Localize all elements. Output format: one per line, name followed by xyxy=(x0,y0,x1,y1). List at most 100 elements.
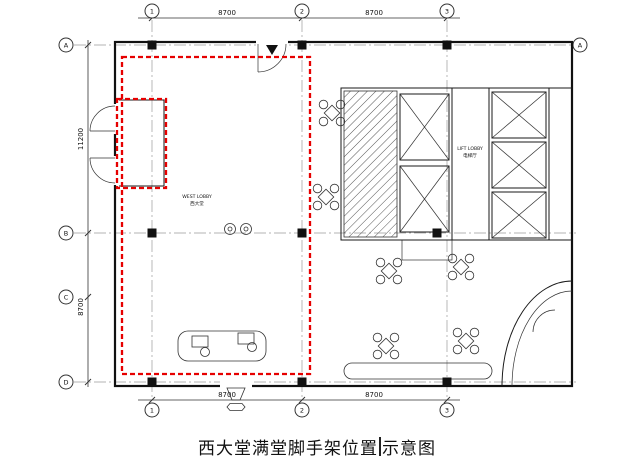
dining-table xyxy=(452,327,480,355)
dim-tick xyxy=(84,41,92,49)
dining-table xyxy=(447,253,475,281)
dimension-annotations: 8700 8700 8700 8700 11200 8700 xyxy=(77,9,460,404)
chair xyxy=(389,349,400,360)
floor-plan-drawing: 8700 8700 8700 8700 11200 8700 1 2 3 1 2… xyxy=(58,3,588,418)
stool xyxy=(243,226,249,232)
door-swing-arc xyxy=(89,105,116,132)
table-top xyxy=(380,262,398,280)
lift-shaft xyxy=(399,165,450,233)
chair xyxy=(335,99,346,110)
core-block xyxy=(340,87,550,241)
chair xyxy=(452,327,463,338)
dim-tick xyxy=(443,396,451,404)
dining-table xyxy=(318,99,346,127)
column xyxy=(297,228,307,238)
grid-bubble-label: B xyxy=(64,230,68,238)
chair xyxy=(452,344,463,355)
grid-bubbles: 1 2 3 1 2 3 A B C D A xyxy=(58,3,588,418)
entrance-symbol xyxy=(226,387,246,401)
door-opening xyxy=(110,104,120,134)
dim-tick xyxy=(84,293,92,301)
table-top xyxy=(377,337,395,355)
column xyxy=(432,228,442,238)
grid-bubble xyxy=(294,3,310,19)
dim-label-top-2: 8700 xyxy=(365,9,383,17)
lift-lobby-label-zh: 电梯厅 xyxy=(463,152,477,159)
caption-row: 西大堂满堂脚手架位置 示意图 xyxy=(0,424,634,469)
table-top xyxy=(323,104,341,122)
chair xyxy=(329,200,340,211)
room-labels: WEST LOBBY 西大堂 LIFT LOBBY 电梯厅 xyxy=(182,146,483,207)
column xyxy=(147,377,157,387)
grid-bubble-label: 3 xyxy=(445,8,449,16)
grid-bubble-label: D xyxy=(63,379,68,387)
chair xyxy=(335,116,346,127)
chair xyxy=(318,116,329,127)
column xyxy=(442,377,452,387)
chair xyxy=(372,349,383,360)
dim-tick xyxy=(298,396,306,404)
dim-tick xyxy=(84,378,92,386)
chair xyxy=(392,257,403,268)
scaffold-outline-room xyxy=(115,97,168,190)
column xyxy=(297,40,307,50)
column xyxy=(147,40,157,50)
service-room xyxy=(401,239,453,261)
chair xyxy=(469,344,480,355)
dim-label-bottom-1: 8700 xyxy=(218,391,236,399)
dim-label-left-2: 8700 xyxy=(77,298,85,316)
grid-bubble xyxy=(58,289,74,305)
door-symbol xyxy=(266,45,278,55)
furniture xyxy=(177,99,493,411)
door-opening xyxy=(110,156,120,185)
structural-grid-lines xyxy=(74,20,576,398)
walls xyxy=(89,37,574,391)
grid-bubble xyxy=(439,402,455,418)
door-swing-arc xyxy=(532,309,556,333)
lift-bank-wall xyxy=(488,87,550,241)
lift-lobby-label-en: LIFT LOBBY xyxy=(457,146,483,152)
grid-bubble xyxy=(58,37,74,53)
west-lobby-label-en: WEST LOBBY xyxy=(182,194,212,200)
scaffold-outline-main xyxy=(120,55,312,376)
lift-shaft xyxy=(491,141,547,189)
columns xyxy=(147,40,452,387)
lift-shaft xyxy=(491,91,547,139)
grid-bubble-label: 2 xyxy=(300,407,304,415)
grid-bubble xyxy=(58,225,74,241)
text-cursor xyxy=(379,437,381,456)
west-lobby-label-zh: 西大堂 xyxy=(190,200,204,207)
chair xyxy=(392,274,403,285)
office-chair xyxy=(247,342,257,352)
grid-bubble-label: C xyxy=(64,294,69,302)
grid-bubble-label: 1 xyxy=(150,8,154,16)
dim-label-top-1: 8700 xyxy=(218,9,236,17)
column xyxy=(442,40,452,50)
grid-bubble-label: 2 xyxy=(300,8,304,16)
column xyxy=(147,228,157,238)
column xyxy=(297,377,307,387)
lift-shaft xyxy=(399,93,450,161)
chair xyxy=(372,332,383,343)
stool xyxy=(240,223,252,235)
scaffold-area xyxy=(115,55,312,376)
chair xyxy=(312,183,323,194)
table-top xyxy=(457,332,475,350)
dim-label-bottom-2: 8700 xyxy=(365,391,383,399)
grid-bubble xyxy=(439,3,455,19)
stair-hatched-area xyxy=(343,90,398,238)
chair xyxy=(464,270,475,281)
grid-bubble xyxy=(144,402,160,418)
outer-wall xyxy=(113,40,574,388)
chair xyxy=(464,253,475,264)
chair xyxy=(389,332,400,343)
chair xyxy=(375,274,386,285)
dim-label-left-1: 11200 xyxy=(77,128,85,150)
dining-table xyxy=(312,183,340,211)
counter xyxy=(343,362,493,380)
dining-table xyxy=(375,257,403,285)
office-chair xyxy=(200,347,210,357)
chair xyxy=(312,200,323,211)
chair xyxy=(375,257,386,268)
